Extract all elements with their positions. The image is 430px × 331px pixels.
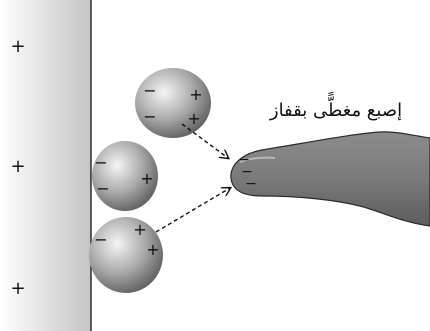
arrow-top-sphere-to-finger <box>182 124 228 158</box>
sphere-bottom-minus-1: − <box>94 230 107 249</box>
plate-plus-1: + <box>10 36 25 57</box>
sphere-middle-minus-1: − <box>94 153 107 172</box>
sphere-bottom-plus-2: + <box>146 240 159 259</box>
sphere-top-plus-2: + <box>187 109 200 128</box>
finger-minus-3: − <box>245 176 257 192</box>
sphere-top-minus-1: − <box>143 81 156 100</box>
dashed-arrow-icon <box>156 124 230 232</box>
sphere-top-plus-1: + <box>189 85 202 104</box>
arrow-bottom-sphere-to-finger <box>156 188 230 232</box>
sphere-bottom-plus-1: + <box>133 220 146 239</box>
sphere-middle-plus-1: + <box>140 169 153 188</box>
sphere-top-minus-2: − <box>143 107 156 126</box>
plate-plus-3: + <box>10 278 25 299</box>
gloved-finger-icon <box>231 132 430 226</box>
plate-plus-2: + <box>10 156 25 177</box>
gloved-finger-label: إصبع مغطًّى بقفاز <box>248 100 424 121</box>
finger-shape <box>231 132 430 226</box>
sphere-middle-minus-2: − <box>96 179 109 198</box>
